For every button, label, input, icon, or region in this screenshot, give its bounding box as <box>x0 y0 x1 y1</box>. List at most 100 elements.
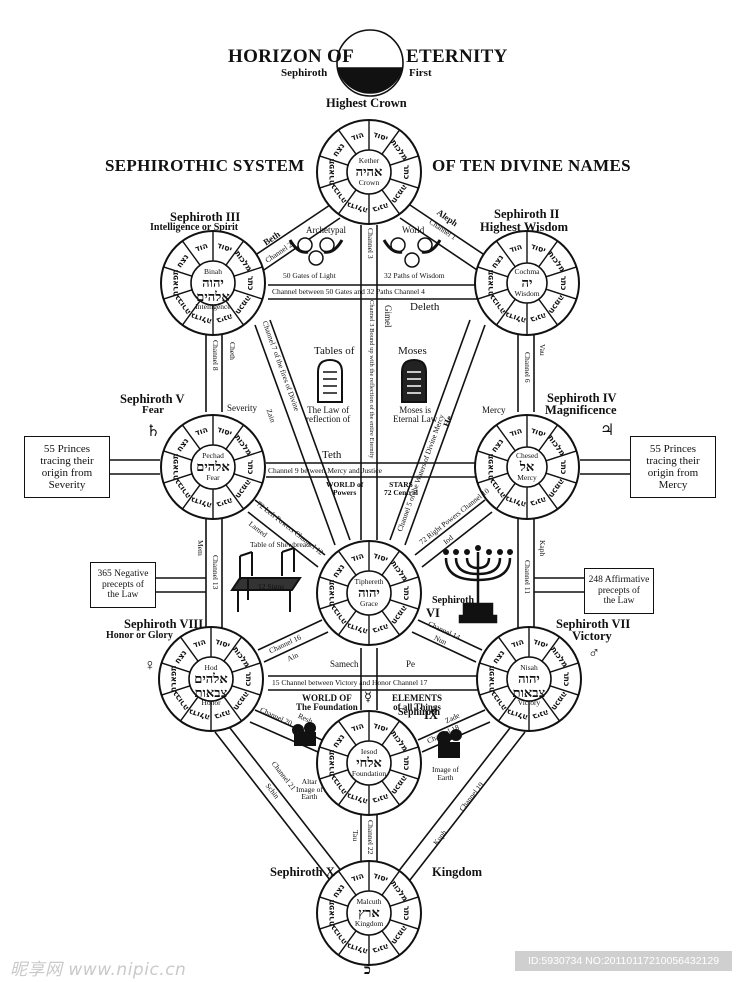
system-title-right: OF TEN DIVINE NAMES <box>432 156 631 175</box>
sephirah-spoke <box>233 289 263 300</box>
sephirah-spoke <box>381 870 401 896</box>
channel-22-label: Channel 22 <box>366 820 375 855</box>
teth-label: Teth <box>322 449 342 461</box>
sephirah-spoke <box>495 482 516 510</box>
sephiroth-6-heading: Sephiroth <box>432 595 475 606</box>
sephirah-spoke <box>233 266 263 277</box>
jupiter-icon: ♃ <box>600 422 615 439</box>
ring-word: יסוד <box>216 425 233 438</box>
sephiroth-4-subheading: Magnificence <box>545 403 617 417</box>
sephirah-spoke <box>163 473 193 484</box>
sephirah-spoke <box>389 599 419 610</box>
sephirah-spoke <box>337 720 357 746</box>
sephirah-spoke <box>389 746 419 757</box>
sephirah-spoke <box>319 576 349 587</box>
sephirah-spoke <box>337 610 357 636</box>
negative-precepts-box: 365 Negative precepts of the Law <box>90 562 156 608</box>
sephirah-spoke <box>223 696 243 722</box>
stars-label: STARS 72 Central <box>384 480 418 497</box>
sephirah-spoke <box>545 472 577 484</box>
mercy-label: Mercy <box>482 405 506 415</box>
divine-name-hebrew: אלהים צבאות <box>194 670 228 700</box>
sephirah-inner-disc <box>506 446 548 488</box>
sephiroth-2-heading: Sephiroth II <box>494 207 560 221</box>
ring-word: יסוד <box>530 242 547 255</box>
sephirah-spoke <box>179 636 199 662</box>
ring-word: הוד <box>192 637 207 650</box>
sephiroth-7-heading: Sephiroth VII <box>556 617 631 631</box>
sephirah-spoke <box>541 696 561 722</box>
channel-3-mid-label: Channel 3 Bound up with the reflection o… <box>368 300 375 459</box>
tablet-right-icon <box>401 358 427 403</box>
ring-word: תפארת <box>486 270 495 297</box>
sephirah-meaning: Grace <box>360 598 378 608</box>
saturn-icon: ♄ <box>146 423 161 440</box>
channel-11-label: Channel 11 <box>523 560 532 595</box>
sephirah-spoke <box>477 288 509 300</box>
affirmative-precepts-box: 248 Affirmative precepts of the Law <box>584 568 654 614</box>
sephirah-spoke <box>225 424 245 450</box>
system-title-left: SEPHIROTHIC SYSTEM <box>105 156 305 175</box>
sephiroth-10-subheading: Kingdom <box>432 865 483 879</box>
menorah-icon <box>443 545 513 624</box>
world-of-foundation-label: WORLD OF The Foundation <box>296 693 358 712</box>
sephirah-name: Kether <box>358 156 380 165</box>
sephirah-spoke <box>495 240 516 268</box>
sephiroth-3-subheading: Intelligence or Spirit <box>150 222 239 233</box>
sephirah-spoke <box>161 685 191 696</box>
sephirah-spoke <box>549 662 579 673</box>
ring-word: תפארת <box>171 454 180 481</box>
ring-word: הוד <box>350 551 365 564</box>
ring-word: כתר <box>246 276 255 291</box>
ring-word: תפארת <box>327 900 336 927</box>
ring-word: כתר <box>402 906 411 921</box>
sephirah-spoke <box>381 189 401 215</box>
table-shewbread-label: Table of Shewbread <box>250 540 310 549</box>
sephirah-name: Nisah <box>520 663 538 672</box>
sephirah-spoke <box>538 240 559 268</box>
moses-label: Moses <box>398 345 427 357</box>
ring-word: כתר <box>402 165 411 180</box>
sephirah-spoke <box>497 636 517 662</box>
ring-word: כתר <box>402 756 411 771</box>
sephirah-spoke <box>181 240 201 266</box>
channel-8-label: Channel 8 <box>211 340 220 371</box>
sephirah-name: Tiphereth <box>354 577 384 586</box>
sephirah-spoke <box>181 300 201 326</box>
divine-name-hebrew: יה <box>521 274 533 290</box>
subtitle-sephiroth: Sephiroth <box>281 67 328 79</box>
sephirah-name: Iesod <box>360 747 378 756</box>
channel-9-label: Channel 9 between Mercy and Justice <box>268 466 382 475</box>
sephiroth-5-subheading: Fear <box>142 404 164 416</box>
sephirah-spoke <box>233 450 263 461</box>
altar-left-icon <box>292 722 316 746</box>
eternal-law-label: Moses is Eternal Law <box>393 405 438 424</box>
bottom-glyph: כ <box>364 963 371 978</box>
sephirah-spoke <box>497 696 517 722</box>
elements-label: ELEMENTS of all Things <box>392 693 443 712</box>
sephiroth-7-subheading: Victory <box>572 629 612 643</box>
sephirah-spoke <box>381 129 401 155</box>
channel-paths <box>108 204 632 881</box>
sephirah-spoke <box>337 189 357 215</box>
divine-name-hebrew: אלהים <box>196 458 230 474</box>
sephirah-name: Malcuth <box>356 897 382 906</box>
sephirah-spoke <box>381 720 401 746</box>
ring-word: תפארת <box>327 750 336 777</box>
sephirah-spoke <box>389 769 419 780</box>
sephiroth-10-heading: Sephiroth X <box>270 865 335 879</box>
sephirah-inner-disc <box>346 740 392 786</box>
ring-word: יסוד <box>372 130 389 143</box>
ring-word: תפארת <box>487 666 496 693</box>
sephirah-name: Chesed <box>515 451 539 460</box>
